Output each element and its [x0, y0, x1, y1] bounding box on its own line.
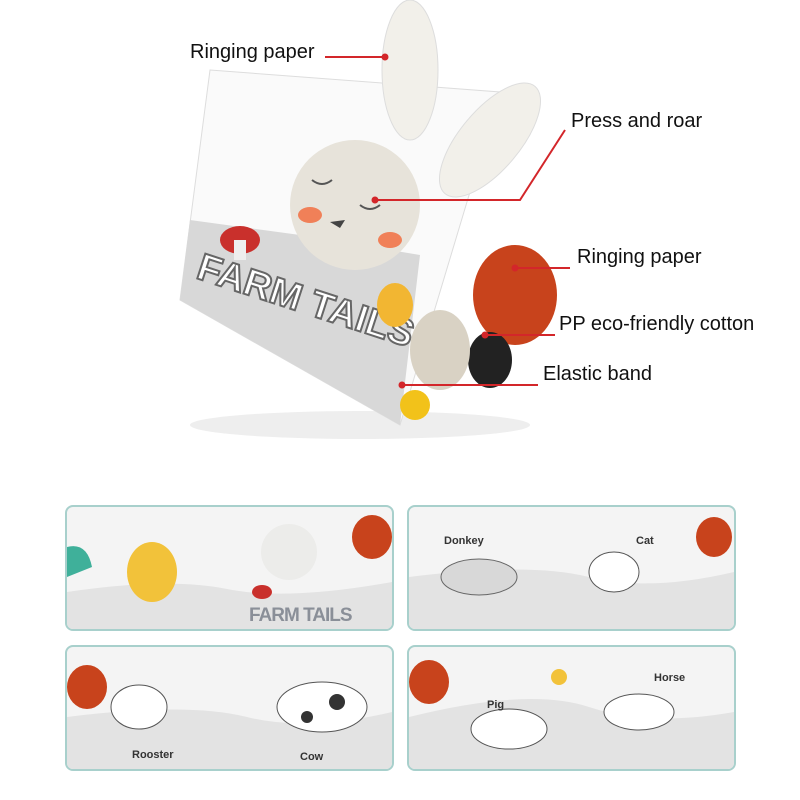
label-cat: Cat — [636, 535, 654, 547]
panel-farm-tails: FARM TAILS — [65, 505, 394, 631]
panel-rooster-cow: Rooster Cow — [65, 645, 394, 771]
panel-title: FARM TAILS — [249, 605, 353, 626]
label-cow: Cow — [300, 751, 324, 763]
label-donkey: Donkey — [444, 535, 484, 547]
label-pig: Pig — [487, 699, 505, 711]
farm-scene-icon — [67, 515, 392, 629]
pig-horse-icon — [409, 660, 734, 769]
callout-ringing-paper-top: Ringing paper — [190, 41, 315, 63]
donkey-cat-icon — [409, 517, 734, 629]
callout-press-and-roar: Press and roar — [571, 110, 703, 132]
rooster-cow-icon — [67, 665, 392, 769]
callout-cotton: PP eco-friendly cotton — [559, 313, 755, 335]
callout-ringing-paper-side: Ringing paper — [577, 246, 702, 268]
panel-pig-horse: Pig Horse — [407, 645, 736, 771]
callout-elastic-band: Elastic band — [543, 363, 652, 385]
label-rooster: Rooster — [132, 749, 174, 761]
cloth-book-illustration: FARM TAILS — [179, 0, 570, 439]
label-horse: Horse — [654, 672, 686, 684]
panel-donkey-cat: Donkey Cat — [407, 505, 736, 631]
